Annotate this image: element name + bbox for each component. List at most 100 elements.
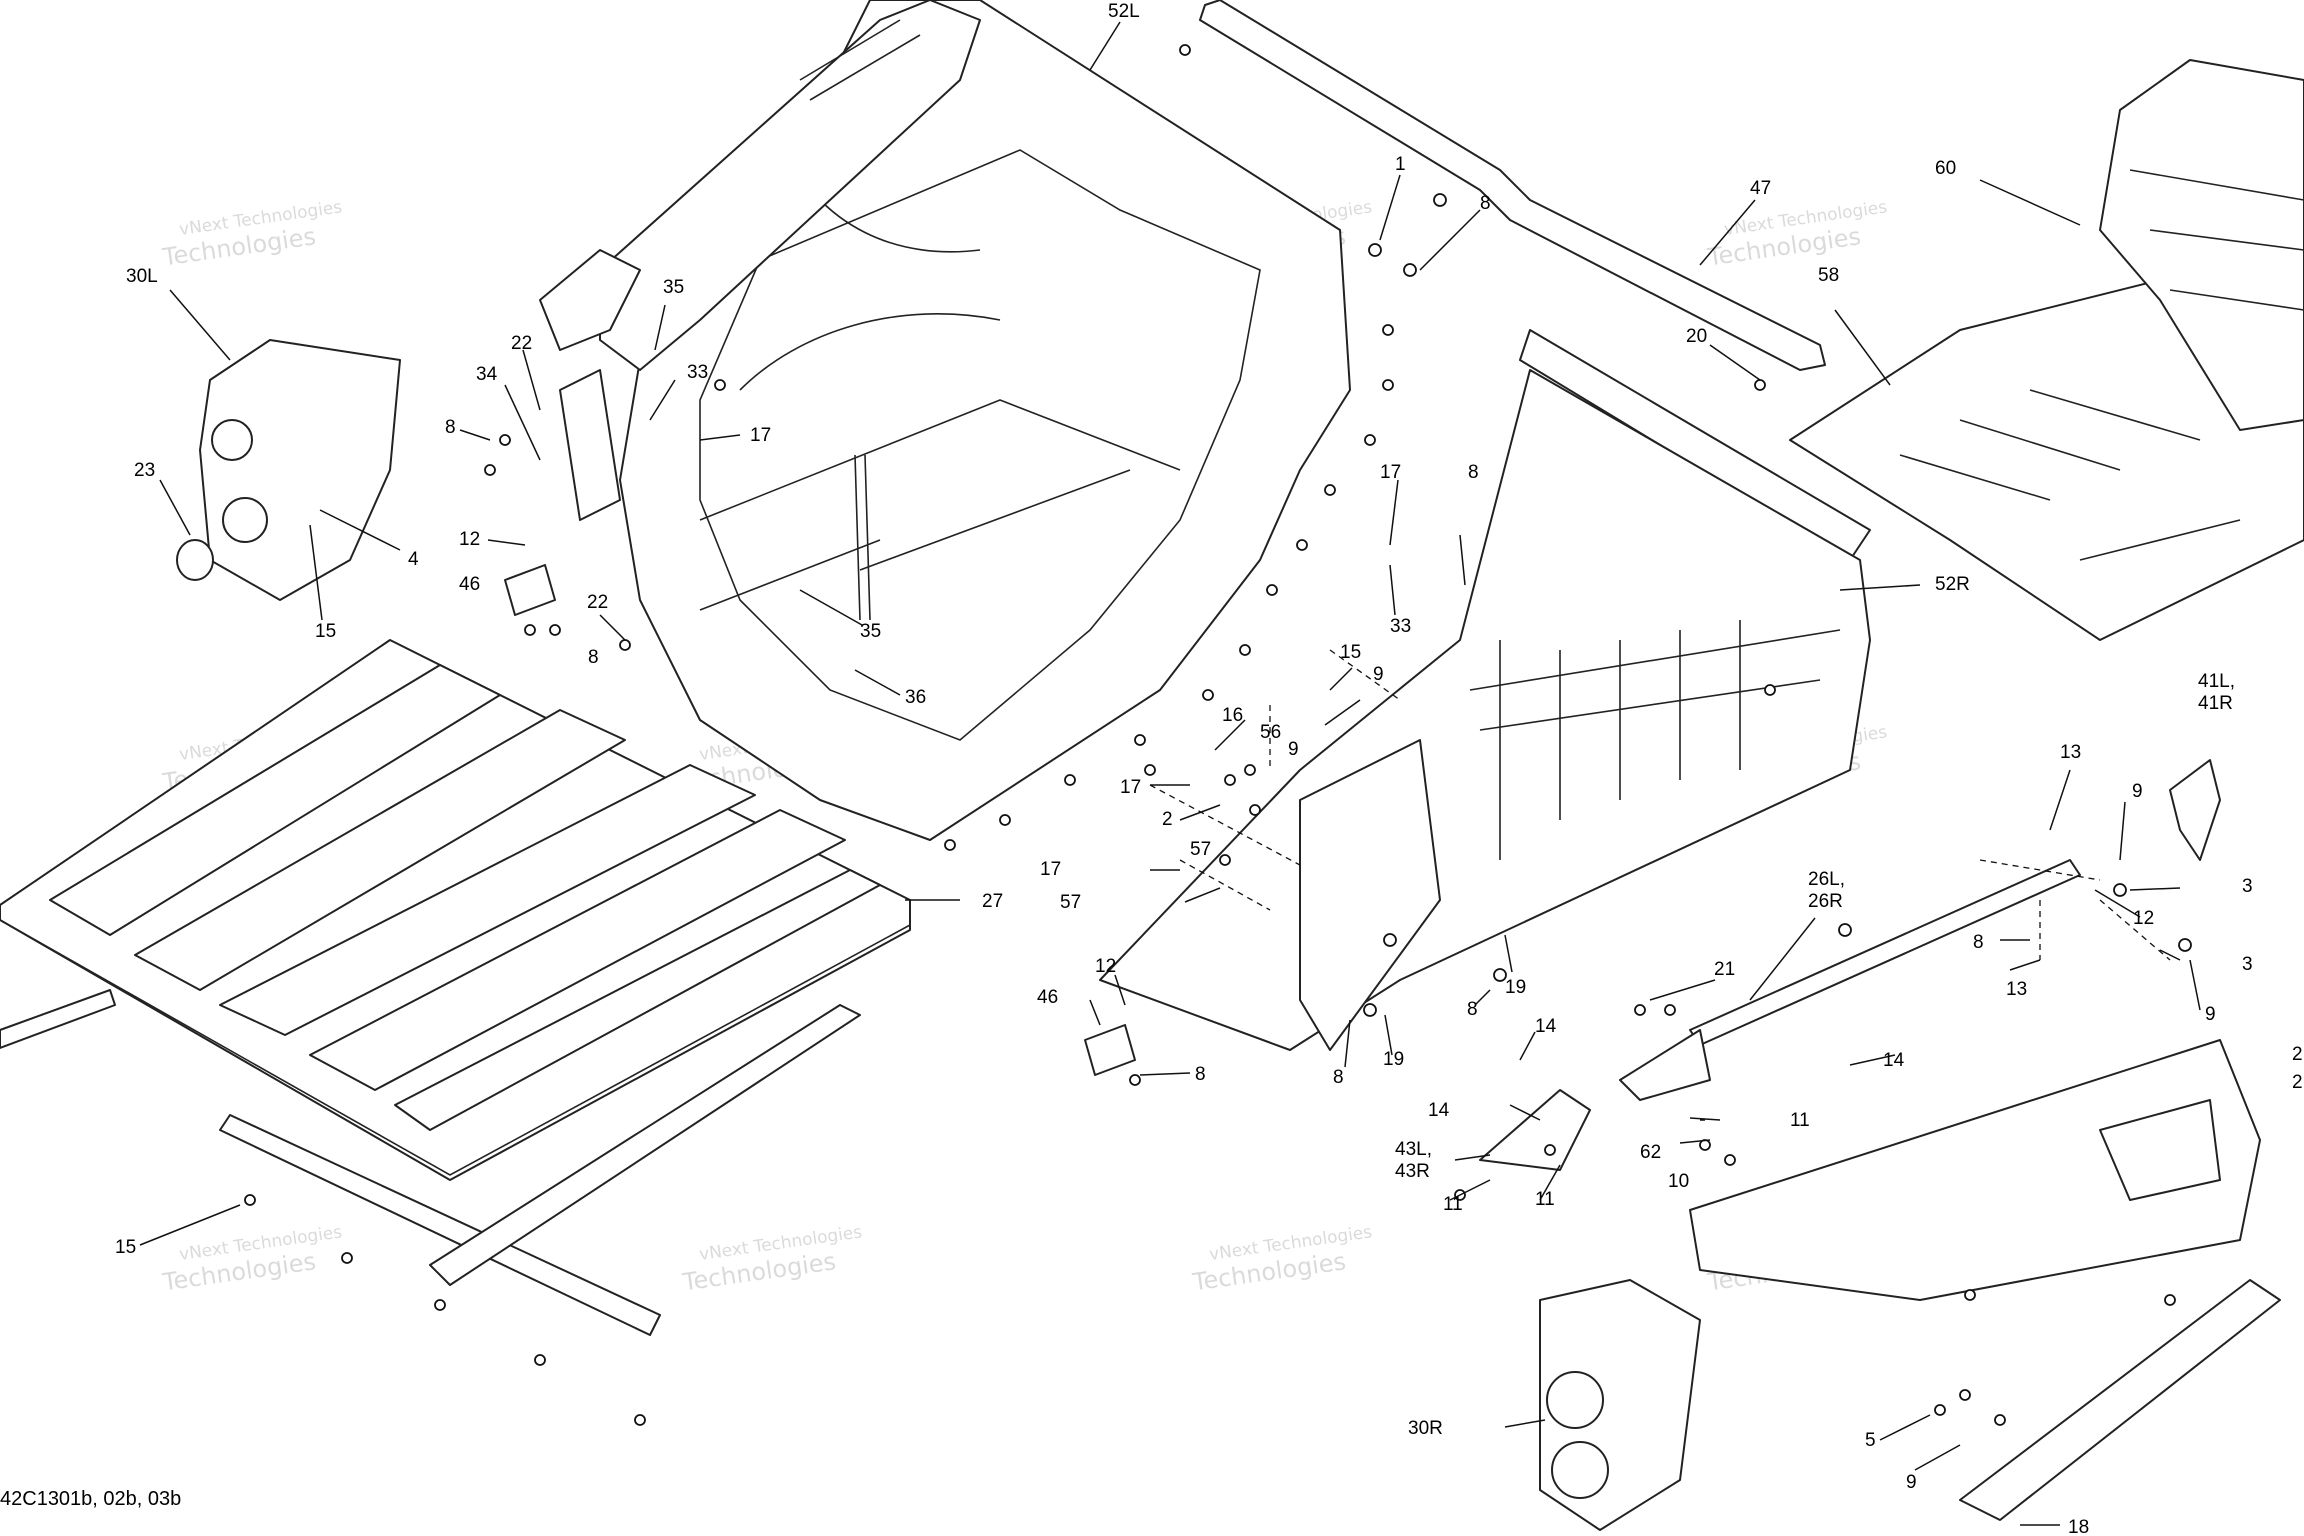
bracket-43 <box>1479 1089 1591 1171</box>
callout-58: 58 <box>1818 265 1839 286</box>
callout-34: 34 <box>476 364 498 385</box>
callout-8: 8 <box>1333 1067 1344 1088</box>
callout-33: 33 <box>1390 616 1411 637</box>
side-rail-52R <box>1099 329 1871 1051</box>
callout-14: 14 <box>1535 1016 1557 1037</box>
callout-22: 22 <box>511 333 532 354</box>
watermark: vNext Technologies Technologies <box>160 197 343 271</box>
cap-23 <box>176 539 214 581</box>
callout-12: 12 <box>2133 908 2154 929</box>
callout-23: 23 <box>134 460 155 481</box>
callout-26: 26L,26R <box>1808 869 1845 912</box>
callout-17: 17 <box>1040 859 1061 880</box>
callout-14: 14 <box>1883 1050 1905 1071</box>
leader-lines <box>139 21 2201 1526</box>
callout-35: 35 <box>663 277 684 298</box>
callout-36: 36 <box>905 687 926 708</box>
callout-43: 43L,43R <box>1395 1139 1432 1182</box>
callout-19: 19 <box>1383 1049 1404 1070</box>
callout-11: 11 <box>1443 1194 1463 1215</box>
callout-8: 8 <box>445 417 456 438</box>
callout-2: 2 <box>1162 809 1173 830</box>
watermark: vNext Technologies Technologies <box>160 1222 343 1296</box>
rod-26 <box>1619 859 2081 1101</box>
end-panel <box>1299 739 1441 1051</box>
callout-20: 20 <box>1686 326 1707 347</box>
callout-41: 41L,41R <box>2198 671 2235 714</box>
callout-5: 5 <box>1865 1430 1876 1451</box>
callout-9: 9 <box>2132 781 2143 802</box>
hinge-46a <box>504 564 556 616</box>
side-trim-30R <box>1539 1279 1701 1531</box>
callout-19: 19 <box>1505 977 1526 998</box>
callout-11: 11 <box>1535 1189 1555 1210</box>
callout-15: 15 <box>115 1237 136 1258</box>
callout-56: 56 <box>1260 722 1281 743</box>
callout-57: 57 <box>1060 892 1081 913</box>
callout-4: 4 <box>408 549 419 570</box>
lower-rail <box>1959 1279 2281 1521</box>
callout-16: 16 <box>1222 705 1243 726</box>
callout-8: 8 <box>588 647 599 668</box>
callout-9: 9 <box>1373 664 1384 685</box>
callouts: 52L 1 8 47 60 58 20 30L 35 22 34 33 17 8… <box>115 1 2303 1536</box>
callout-13: 13 <box>2060 742 2081 763</box>
callout-3: 3 <box>2242 954 2253 975</box>
callout-22: 22 <box>587 592 608 613</box>
callout-8: 8 <box>1195 1064 1206 1085</box>
deck-cover-27 <box>0 639 911 1181</box>
callout-8: 8 <box>1480 193 1491 214</box>
callout-15: 15 <box>1340 642 1361 663</box>
diagram-reference-code: 42C1301b, 02b, 03b <box>0 1488 181 1510</box>
side-trim-30L <box>199 339 401 601</box>
callout-46: 46 <box>459 574 480 595</box>
hardware <box>244 44 2192 1426</box>
assembly-lines <box>1149 649 2171 961</box>
floor-panel-58 <box>1789 239 2304 641</box>
callout-47: 47 <box>1750 178 1771 199</box>
callout-9: 9 <box>1288 739 1299 760</box>
floor-mat-60 <box>2099 59 2304 431</box>
callout-30R: 30R <box>1408 1418 1443 1439</box>
callout-35: 35 <box>860 621 881 642</box>
callout-9: 9 <box>1906 1472 1917 1493</box>
callout-12: 12 <box>459 529 480 550</box>
callout-13: 13 <box>2006 979 2027 1000</box>
callout-46: 46 <box>1037 987 1058 1008</box>
callout-3: 3 <box>2242 876 2253 897</box>
side-rail-52L <box>599 0 981 371</box>
callout-52L: 52L <box>1108 1 1140 22</box>
callout-27: 27 <box>982 891 1003 912</box>
callout-8: 8 <box>1973 932 1984 953</box>
svg-text:26L,26R: 26L,26R <box>1808 869 1845 912</box>
callout-30L: 30L <box>126 266 158 287</box>
callout-2: 2 <box>2292 1044 2303 1065</box>
watermark: vNext Technologies Technologies <box>680 1222 863 1296</box>
watermark: vNext Technologies Technologies <box>1705 197 1888 271</box>
callout-60: 60 <box>1935 158 1956 179</box>
callout-17: 17 <box>1120 777 1141 798</box>
svg-text:43L,43R: 43L,43R <box>1395 1139 1432 1182</box>
callout-33: 33 <box>687 362 708 383</box>
callout-10: 10 <box>1668 1171 1689 1192</box>
callout-12: 12 <box>1095 956 1116 977</box>
callout-11: 11 <box>1790 1110 1810 1131</box>
callout-14: 14 <box>1428 1100 1450 1121</box>
callout-57: 57 <box>1190 839 1211 860</box>
svg-text:41L,41R: 41L,41R <box>2198 671 2235 714</box>
watermark: vNext Technologies Technologies <box>1190 1222 1373 1296</box>
side-body-panel <box>1689 1039 2261 1301</box>
callout-8: 8 <box>1468 462 1479 483</box>
callout-21: 21 <box>1714 959 1735 980</box>
latch-bracket-left <box>539 249 641 521</box>
callout-52R: 52R <box>1935 574 1970 595</box>
seal-strip <box>0 989 861 1336</box>
callout-15: 15 <box>315 621 336 642</box>
support-rail-47 <box>1199 0 1826 371</box>
callout-18: 18 <box>2068 1517 2089 1536</box>
callout-17: 17 <box>750 425 771 446</box>
callout-62: 62 <box>1640 1142 1661 1163</box>
callout-9: 9 <box>2205 1004 2216 1025</box>
